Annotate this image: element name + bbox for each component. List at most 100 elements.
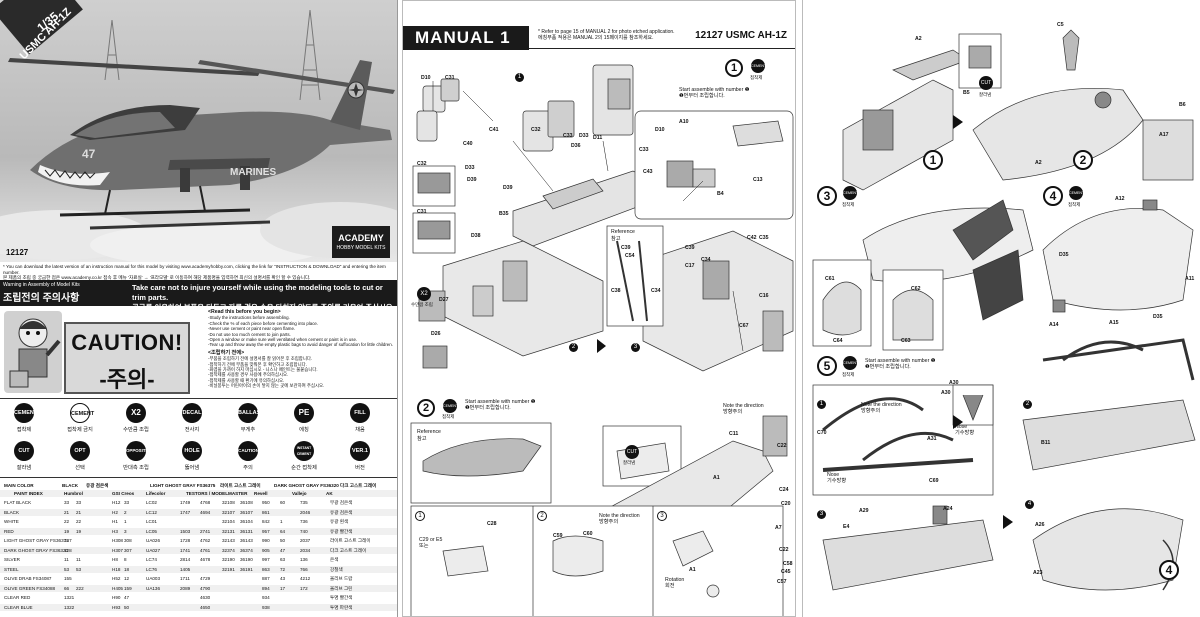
marines-text: MARINES	[230, 167, 276, 178]
paint-cell: STEEL	[4, 566, 19, 572]
etching-note: * Refer to page 15 of MANUAL 2 for photo…	[538, 29, 675, 41]
paint-cell: 957	[262, 528, 270, 534]
part-label: C22	[779, 547, 789, 553]
paint-cell: 50	[280, 538, 286, 543]
paint-cell: 32190	[222, 557, 235, 562]
paint-cell: 21	[64, 509, 70, 515]
paint-cell: 4650	[200, 604, 211, 610]
paint-cell: 1747	[180, 509, 191, 515]
paint-cell: 18	[124, 566, 130, 572]
paint-cell: 905	[262, 547, 270, 553]
paint-cell: 2034	[300, 547, 311, 553]
part-label: B6	[1179, 102, 1186, 108]
paint-cell: 2741	[200, 528, 211, 534]
paint-cell: 올리브 그린	[330, 585, 353, 591]
paint-cell: 36108	[240, 500, 253, 505]
part-label: A24	[943, 506, 953, 512]
part-label: A1	[689, 567, 696, 573]
paint-cell: 1741	[180, 547, 191, 553]
paint-cell: 736	[300, 519, 308, 524]
paint-cell: H18	[112, 566, 121, 572]
paint-header-row: PAINT INDEX Humbrol GSI Creos Lifecolor …	[0, 490, 397, 497]
step-2-badge: 2	[417, 399, 435, 417]
paint-cell: 308	[124, 538, 132, 543]
paint-cell: RED	[4, 528, 14, 534]
part-label: C39	[621, 245, 631, 251]
paint-cell: 43	[280, 576, 286, 581]
step-3-badge: 3	[817, 186, 837, 206]
paint-cell: LIGHT GHOST GRAY FS36375	[4, 538, 69, 543]
part-label: A2	[915, 36, 922, 42]
paint-cell: 32191	[222, 566, 235, 572]
paint-cell: LC74	[146, 557, 157, 562]
paint-cell: 934	[262, 595, 270, 600]
part-label: A2	[1035, 160, 1042, 166]
manual-title: MANUAL 1	[403, 26, 529, 50]
paint-cell: 2046	[300, 509, 311, 515]
paint-cell: 21	[76, 509, 82, 515]
x2-icon: X2	[417, 287, 431, 301]
part-label: B35	[499, 211, 509, 217]
paint-cell: 33	[64, 500, 70, 505]
paint-cell: 172	[300, 585, 308, 591]
cement-label-step4: 접착제	[1068, 202, 1081, 207]
substep-1-p3: 1	[817, 400, 826, 409]
part-label: D26	[431, 331, 441, 337]
paint-cell: 4630	[200, 595, 211, 600]
assembly-rules: <Read this before you begin> -Study the …	[208, 309, 393, 389]
part-label: C63	[901, 338, 911, 344]
substep-3-marker: 3	[631, 343, 640, 352]
paint-cell: 8	[124, 557, 127, 562]
paint-cell: 4761	[200, 547, 211, 553]
substep-2-p3: 2	[1023, 400, 1032, 409]
page-manual-1: MANUAL 1 * Refer to page 15 of MANUAL 2 …	[402, 0, 796, 617]
part-label: D39	[503, 185, 513, 191]
paint-cell: 33	[124, 500, 130, 505]
part-label: C35	[759, 235, 769, 241]
part-label: C11	[729, 431, 739, 437]
paint-cell: 32107	[222, 509, 235, 515]
paint-cell: 997	[262, 557, 270, 562]
paint-cell: 36143	[240, 538, 253, 543]
paint-color-table: MAIN COLOR BLACK 유광 검은색 LIGHT GHOST GRAY…	[0, 480, 397, 617]
paint-cell: 22	[64, 519, 70, 524]
paint-cell: 11	[64, 557, 69, 562]
kit-title: 12127 USMC AH-1Z	[695, 30, 787, 41]
paint-cell: 32374	[222, 547, 235, 553]
paint-cell: 2089	[180, 585, 191, 591]
paint-cell: 950	[262, 500, 270, 505]
subbox-3-marker: 3	[657, 511, 667, 521]
paint-cell: 36191	[240, 566, 253, 572]
substep-1-marker: 1	[515, 73, 524, 82]
paint-cell: 50	[124, 604, 130, 610]
part-label: C58	[783, 561, 793, 567]
paint-cell: 740	[300, 528, 308, 534]
paint-cell: 53	[64, 566, 70, 572]
cement-label-step5: 접착제	[842, 372, 855, 377]
cut-label: 잘라냄	[623, 460, 636, 465]
paint-legend-row: MAIN COLOR BLACK 유광 검은색 LIGHT GHOST GRAY…	[4, 483, 377, 488]
part-label: C61	[825, 276, 835, 282]
part-label: D35	[1153, 314, 1163, 320]
paint-cell: 3	[124, 528, 127, 534]
paint-cell: H12	[112, 500, 121, 505]
paint-cell: 투명 파란색	[330, 604, 353, 610]
part-label: C20	[781, 501, 791, 507]
paint-cell: 12	[124, 576, 130, 581]
caution-box: CAUTION! -주의-	[64, 322, 190, 394]
paint-cell: 4212	[300, 576, 311, 581]
paint-cell: 36104	[240, 519, 253, 524]
part-label: C28	[487, 521, 497, 527]
paint-cell: 222	[76, 585, 84, 591]
part-label: C39	[685, 245, 695, 251]
paint-cell: 2	[124, 509, 127, 515]
cement-label-step3: 접착제	[842, 202, 855, 207]
part-label: C31	[417, 209, 427, 215]
paint-cell: 4729	[200, 576, 211, 581]
part-label: C24	[779, 487, 789, 493]
